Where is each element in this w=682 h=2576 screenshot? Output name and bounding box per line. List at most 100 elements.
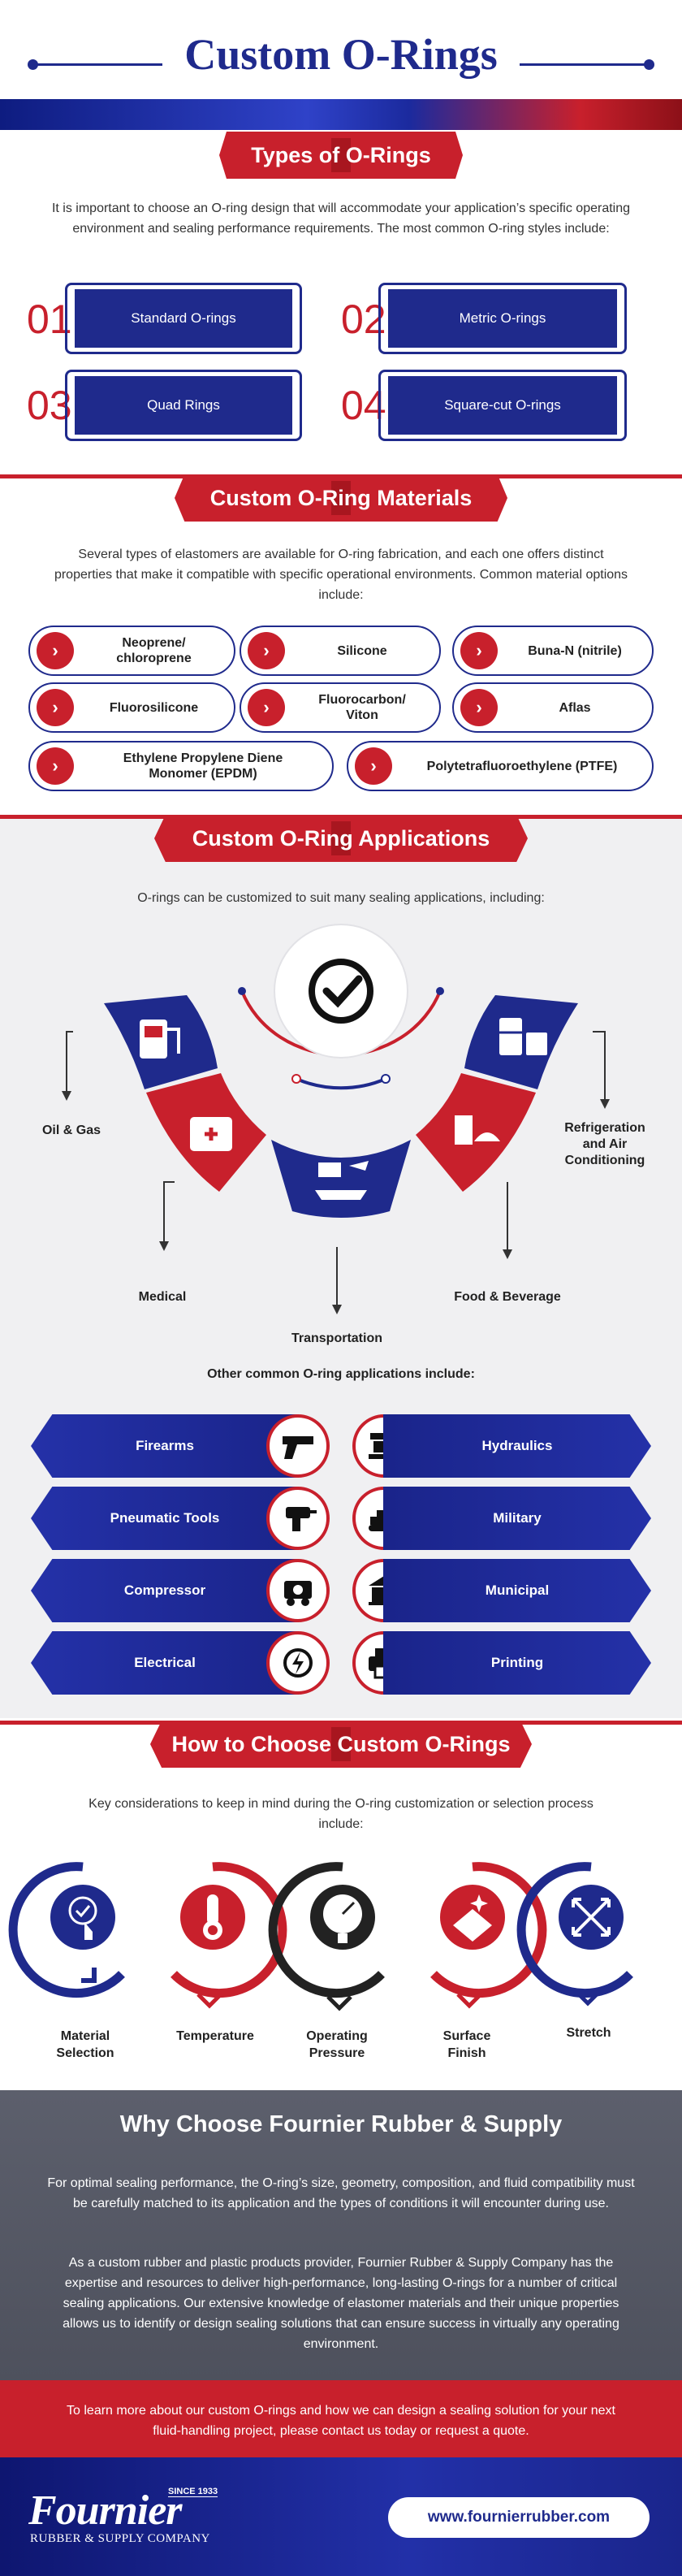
arrow-down-icon [332, 1305, 342, 1314]
type-card-frame [378, 370, 627, 441]
food-segment [416, 1073, 536, 1192]
type-card: Standard O-rings [75, 289, 292, 348]
type-number: 03 [27, 383, 72, 428]
arrow-down-icon [503, 1249, 512, 1259]
arc-dot [436, 987, 444, 995]
hand-check-icon [68, 1896, 97, 1925]
choose-label: Material Selection [56, 2029, 114, 2060]
app-label-transportation: Transportation [291, 1331, 382, 1345]
material-pill: ›Silicone [240, 626, 441, 676]
applications-intro: O-rings can be customized to suit many s… [137, 891, 545, 905]
material-label: Fluorosilicone [109, 700, 199, 715]
other-app-right: Military [383, 1487, 651, 1550]
type-card: Metric O-rings [388, 289, 617, 348]
electricity-icon [266, 1631, 330, 1695]
medical-kit-icon [205, 1128, 218, 1141]
chevron-right-icon: › [37, 689, 74, 726]
chevron-right-icon: › [248, 689, 285, 726]
choose-label: Stretch [566, 2026, 611, 2040]
choose-icons [8, 1862, 633, 2011]
type-number: 01 [27, 297, 72, 342]
other-app-row: Firearms Hydraulics [31, 1414, 651, 1478]
material-pill: › Fluorosilicone [28, 682, 235, 733]
header-dot-right [644, 59, 654, 70]
logo-since: SINCE 1933 [168, 2487, 218, 2497]
truck-icon [318, 1162, 341, 1177]
arrow-down-icon [600, 1099, 610, 1109]
header-dot-left [28, 59, 38, 70]
checkmark-icon [309, 959, 373, 1024]
chevron-right-icon: › [355, 747, 392, 785]
other-app-right: Printing [383, 1631, 651, 1695]
arrow-down-icon [159, 1241, 169, 1251]
logo-subtitle: RUBBER & SUPPLY COMPANY [30, 2532, 210, 2545]
material-label: Neoprene/ chloroprene [116, 636, 192, 665]
type-card-frame [378, 283, 627, 354]
type-card: Quad Rings [75, 376, 292, 435]
other-app-row: Electrical Printing [31, 1631, 651, 1695]
other-app-left: Firearms [31, 1414, 299, 1478]
material-selection-circle [50, 1885, 115, 1950]
material-pill: › Neoprene/ chloroprene [28, 626, 235, 676]
app-label-oil-gas: Oil & Gas [41, 1123, 101, 1137]
other-app-left: Pneumatic Tools [31, 1487, 299, 1550]
material-pill: › Fluorocarbon/ Viton [240, 682, 441, 733]
other-app-right: Hydraulics [383, 1414, 651, 1478]
types-intro: It is important to choose an O-ring desi… [51, 201, 631, 236]
arc-dot [291, 1074, 301, 1084]
why-title: Why Choose Fournier Rubber & Supply [119, 2111, 563, 2137]
chevron-right-icon: › [37, 632, 74, 669]
choose-heading: How to Choose Custom O-Rings [150, 1721, 532, 1768]
thermometer-icon [207, 1894, 218, 1925]
refrigerator-icon [499, 1018, 522, 1055]
app-label-refrigeration: Refrigeration and Air Conditioning [564, 1121, 645, 1167]
applications-fan-diagram [62, 924, 610, 1314]
material-pill: › Polytetrafluoroethylene (PTFE) [347, 741, 654, 791]
why-paragraph: For optimal sealing performance, the O-r… [47, 2176, 635, 2210]
why-section: Why Choose Fournier Rubber & Supply For … [0, 2090, 682, 2380]
arc-dot [381, 1074, 391, 1084]
hand-check-icon [75, 1905, 91, 1918]
call-to-action: To learn more about our custom O-rings a… [0, 2380, 682, 2457]
chevron-right-icon: › [37, 747, 74, 785]
other-app-left: Compressor [31, 1559, 299, 1622]
material-label: Polytetrafluoroethylene (PTFE) [426, 759, 618, 773]
oven-icon [526, 1033, 547, 1055]
chevron-right-icon: › [460, 689, 498, 726]
type-card-frame [65, 370, 302, 441]
app-label-medical: Medical [138, 1290, 187, 1304]
applications-heading: Custom O-Ring Applications [154, 815, 528, 862]
material-label: Silicone [337, 643, 387, 658]
material-pill: › Ethylene Propylene Diene Monomer (EPDM) [28, 741, 334, 791]
chevron-right-icon: › [460, 632, 498, 669]
drill-icon [266, 1487, 330, 1550]
type-card-frame [65, 283, 302, 354]
ship-icon [315, 1190, 367, 1200]
choose-label: Surface Finish [442, 2029, 491, 2060]
arc-dot [238, 987, 246, 995]
other-app-row: Pneumatic Tools Military [31, 1487, 651, 1550]
checkmark-circle [274, 924, 408, 1059]
logo-wordmark: Fournier [28, 2487, 183, 2534]
header-band [0, 99, 682, 130]
material-label: Fluorocarbon/ Viton [318, 693, 406, 722]
company-logo[interactable]: Fournier SINCE 1933 RUBBER & SUPPLY COMP… [28, 2487, 223, 2547]
other-app-left: Electrical [31, 1631, 299, 1695]
other-app-right: Municipal [383, 1559, 651, 1622]
material-label: Ethylene Propylene Diene Monomer (EPDM) [123, 751, 283, 781]
types-heading: Types of O-Rings [219, 132, 463, 179]
transportation-segment [271, 1140, 411, 1218]
fuel-pump-icon [140, 1020, 167, 1059]
website-link[interactable]: www.fournierrubber.com [388, 2497, 650, 2538]
other-app-row: Compressor Municipal [31, 1559, 651, 1622]
pistol-icon [266, 1414, 330, 1478]
taco-icon [474, 1132, 500, 1141]
material-label: Aflas [559, 700, 591, 715]
checkmark-icon [322, 975, 363, 1008]
material-pill: › Aflas [452, 682, 654, 733]
app-label-food: Food & Beverage [454, 1290, 561, 1304]
choose-intro: Key considerations to keep in mind durin… [88, 1797, 594, 1831]
fuel-pump-icon [167, 1028, 180, 1054]
footer: Fournier SINCE 1933 RUBBER & SUPPLY COMP… [0, 2457, 682, 2576]
drink-icon [455, 1115, 473, 1145]
